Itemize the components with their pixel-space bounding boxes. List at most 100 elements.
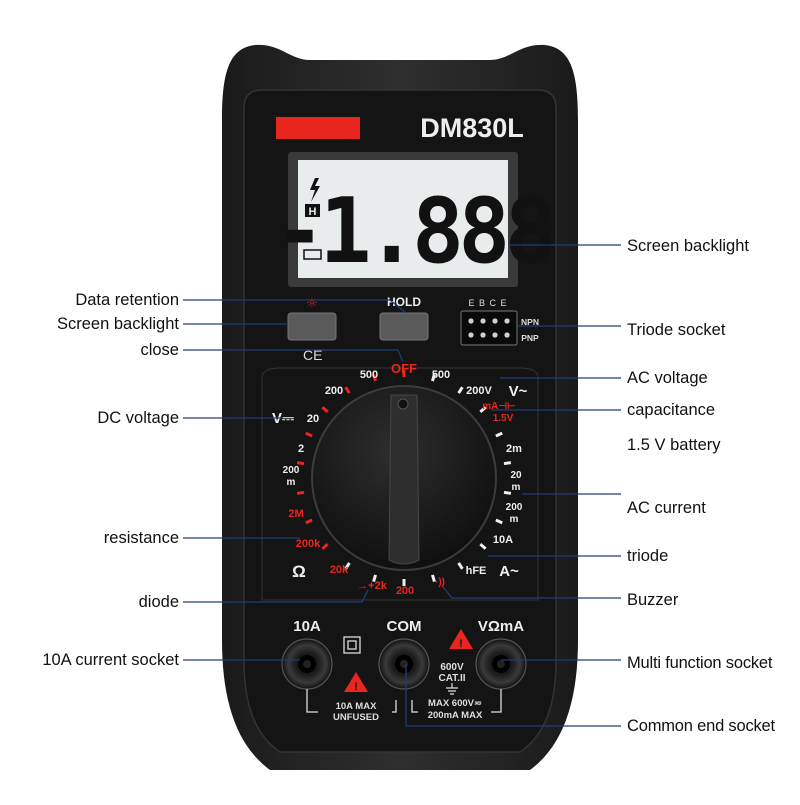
backlight-button[interactable] — [287, 312, 337, 341]
knob-grip — [388, 394, 420, 565]
bracket-10a — [306, 689, 397, 713]
dial-r2m[interactable]: 2M — [288, 508, 303, 520]
jack-com[interactable] — [378, 638, 430, 690]
dial-a200m-num[interactable]: 200 — [506, 502, 523, 513]
triode-socket-holes — [468, 318, 510, 338]
triode-socket-hole — [468, 332, 474, 338]
label-ac-voltage: AC voltage — [627, 369, 708, 387]
double-insulation-icon-inner — [347, 640, 357, 650]
brand-badge — [276, 117, 360, 139]
dial-cap-label[interactable]: mA⊣⊢ — [482, 401, 516, 412]
dial-a20m-num[interactable]: 20 — [510, 470, 522, 481]
label-dc-voltage: DC voltage — [97, 409, 179, 427]
triode-socket-hole — [480, 332, 486, 338]
dial-hfe[interactable]: hFE — [466, 565, 487, 577]
label-multi-function-socket: Multi function socket — [627, 654, 773, 672]
label-10a-current-socket: 10A current socket — [42, 651, 179, 669]
dial-r200[interactable]: 200 — [396, 585, 414, 597]
warning-icon-left-mark: ! — [354, 681, 358, 693]
dial-a10a[interactable]: 10A — [493, 534, 513, 546]
socket-label-vohm: VΩmA — [478, 618, 524, 635]
dial-tick — [503, 490, 512, 495]
dial-tick — [495, 518, 503, 525]
label-capacitance: capacitance — [627, 401, 716, 419]
dial-v200-right[interactable]: 200V — [466, 385, 492, 397]
unfused-line2: UNFUSED — [333, 712, 379, 723]
dial-a200m-unit: m — [510, 514, 519, 525]
dial-v200m-num[interactable]: 200 — [283, 465, 300, 476]
socket-label-10a: 10A — [293, 618, 321, 635]
dial-v200-left[interactable]: 200 — [325, 385, 343, 397]
dial-aac-symbol: A~ — [499, 563, 519, 580]
dial-tick — [431, 373, 436, 382]
pointer-diode — [183, 589, 369, 603]
hold-indicator — [305, 204, 320, 217]
dial-r2k[interactable]: →+2k — [357, 580, 388, 592]
label-screen-backlight-left: Screen backlight — [57, 315, 179, 333]
ce-mark: CE — [303, 347, 322, 363]
cat-rating-line2: CAT.II — [438, 673, 465, 684]
dial-v2[interactable]: 2 — [298, 443, 304, 455]
max-rating-line2: 200mA MAX — [428, 710, 483, 721]
dial-tick — [495, 431, 503, 438]
pointer-common-end-socket — [405, 664, 621, 727]
label-buzzer: Buzzer — [627, 591, 679, 609]
pointer-buzzer — [442, 586, 621, 599]
label-resistance: resistance — [103, 529, 179, 547]
pointer-data-retention — [183, 299, 407, 314]
dial-r200k[interactable]: 200k — [296, 538, 321, 550]
pointer-close — [183, 349, 404, 363]
socket-label-com: COM — [387, 618, 422, 635]
label-triode: triode — [627, 547, 669, 565]
label-close: close — [140, 341, 179, 359]
triode-socket-hole — [492, 332, 498, 338]
npn-label: NPN — [521, 317, 539, 327]
dial-tick — [305, 518, 313, 525]
dial-r20k[interactable]: 20k — [330, 564, 349, 576]
ground-icon — [446, 683, 458, 695]
dial-tick — [503, 461, 512, 466]
callout-pointers — [183, 244, 621, 727]
backlight-sun-icon: ☼ — [306, 296, 318, 311]
label-battery: 1.5 V battery — [627, 436, 721, 454]
model-name: DM830L — [420, 113, 524, 143]
lightning-icon — [310, 178, 320, 202]
label-diode: diode — [138, 593, 179, 611]
lcd-screen — [298, 160, 508, 278]
triode-socket-hole — [504, 332, 510, 338]
bracket-vohm — [411, 689, 502, 713]
triode-socket-hole — [480, 318, 486, 324]
dial-vdc-symbol: V⎓ — [272, 410, 294, 427]
dial-tick — [344, 562, 351, 570]
label-screen-backlight-right: Screen backlight — [627, 237, 749, 255]
knob-pointer-dot — [397, 398, 409, 410]
dial-15v[interactable]: 1.5V — [493, 413, 514, 424]
dial-vac-symbol: V~ — [509, 383, 528, 400]
label-ac-current: AC current — [627, 499, 706, 517]
triode-socket[interactable] — [460, 310, 518, 346]
dial-v200m-unit: m — [287, 477, 296, 488]
dial-tick — [372, 373, 377, 382]
dial-off[interactable]: OFF — [391, 361, 417, 376]
jack-10a[interactable] — [281, 638, 333, 690]
warning-icon-left — [344, 672, 368, 692]
dial-v500-left[interactable]: 500 — [360, 369, 378, 381]
warning-icon-right-top-mark: ! — [459, 638, 463, 650]
dial-tick — [457, 562, 464, 570]
warning-icon-right-top — [449, 629, 473, 649]
dial-tick — [296, 490, 305, 495]
dial-a2m[interactable]: 2m — [506, 443, 522, 455]
dial-tick — [321, 543, 329, 550]
dial-tick — [296, 461, 305, 466]
double-insulation-icon — [343, 636, 361, 654]
label-triode-socket: Triode socket — [627, 321, 726, 339]
pnp-label: PNP — [521, 333, 539, 343]
triode-socket-hole — [504, 318, 510, 324]
dial-v20[interactable]: 20 — [307, 413, 319, 425]
triode-socket-hole — [492, 318, 498, 324]
dial-v500-right[interactable]: 500 — [432, 369, 450, 381]
hold-button[interactable] — [379, 312, 429, 341]
jack-vohm[interactable] — [475, 638, 527, 690]
dial-buzzer[interactable]: ·)) — [435, 577, 445, 588]
